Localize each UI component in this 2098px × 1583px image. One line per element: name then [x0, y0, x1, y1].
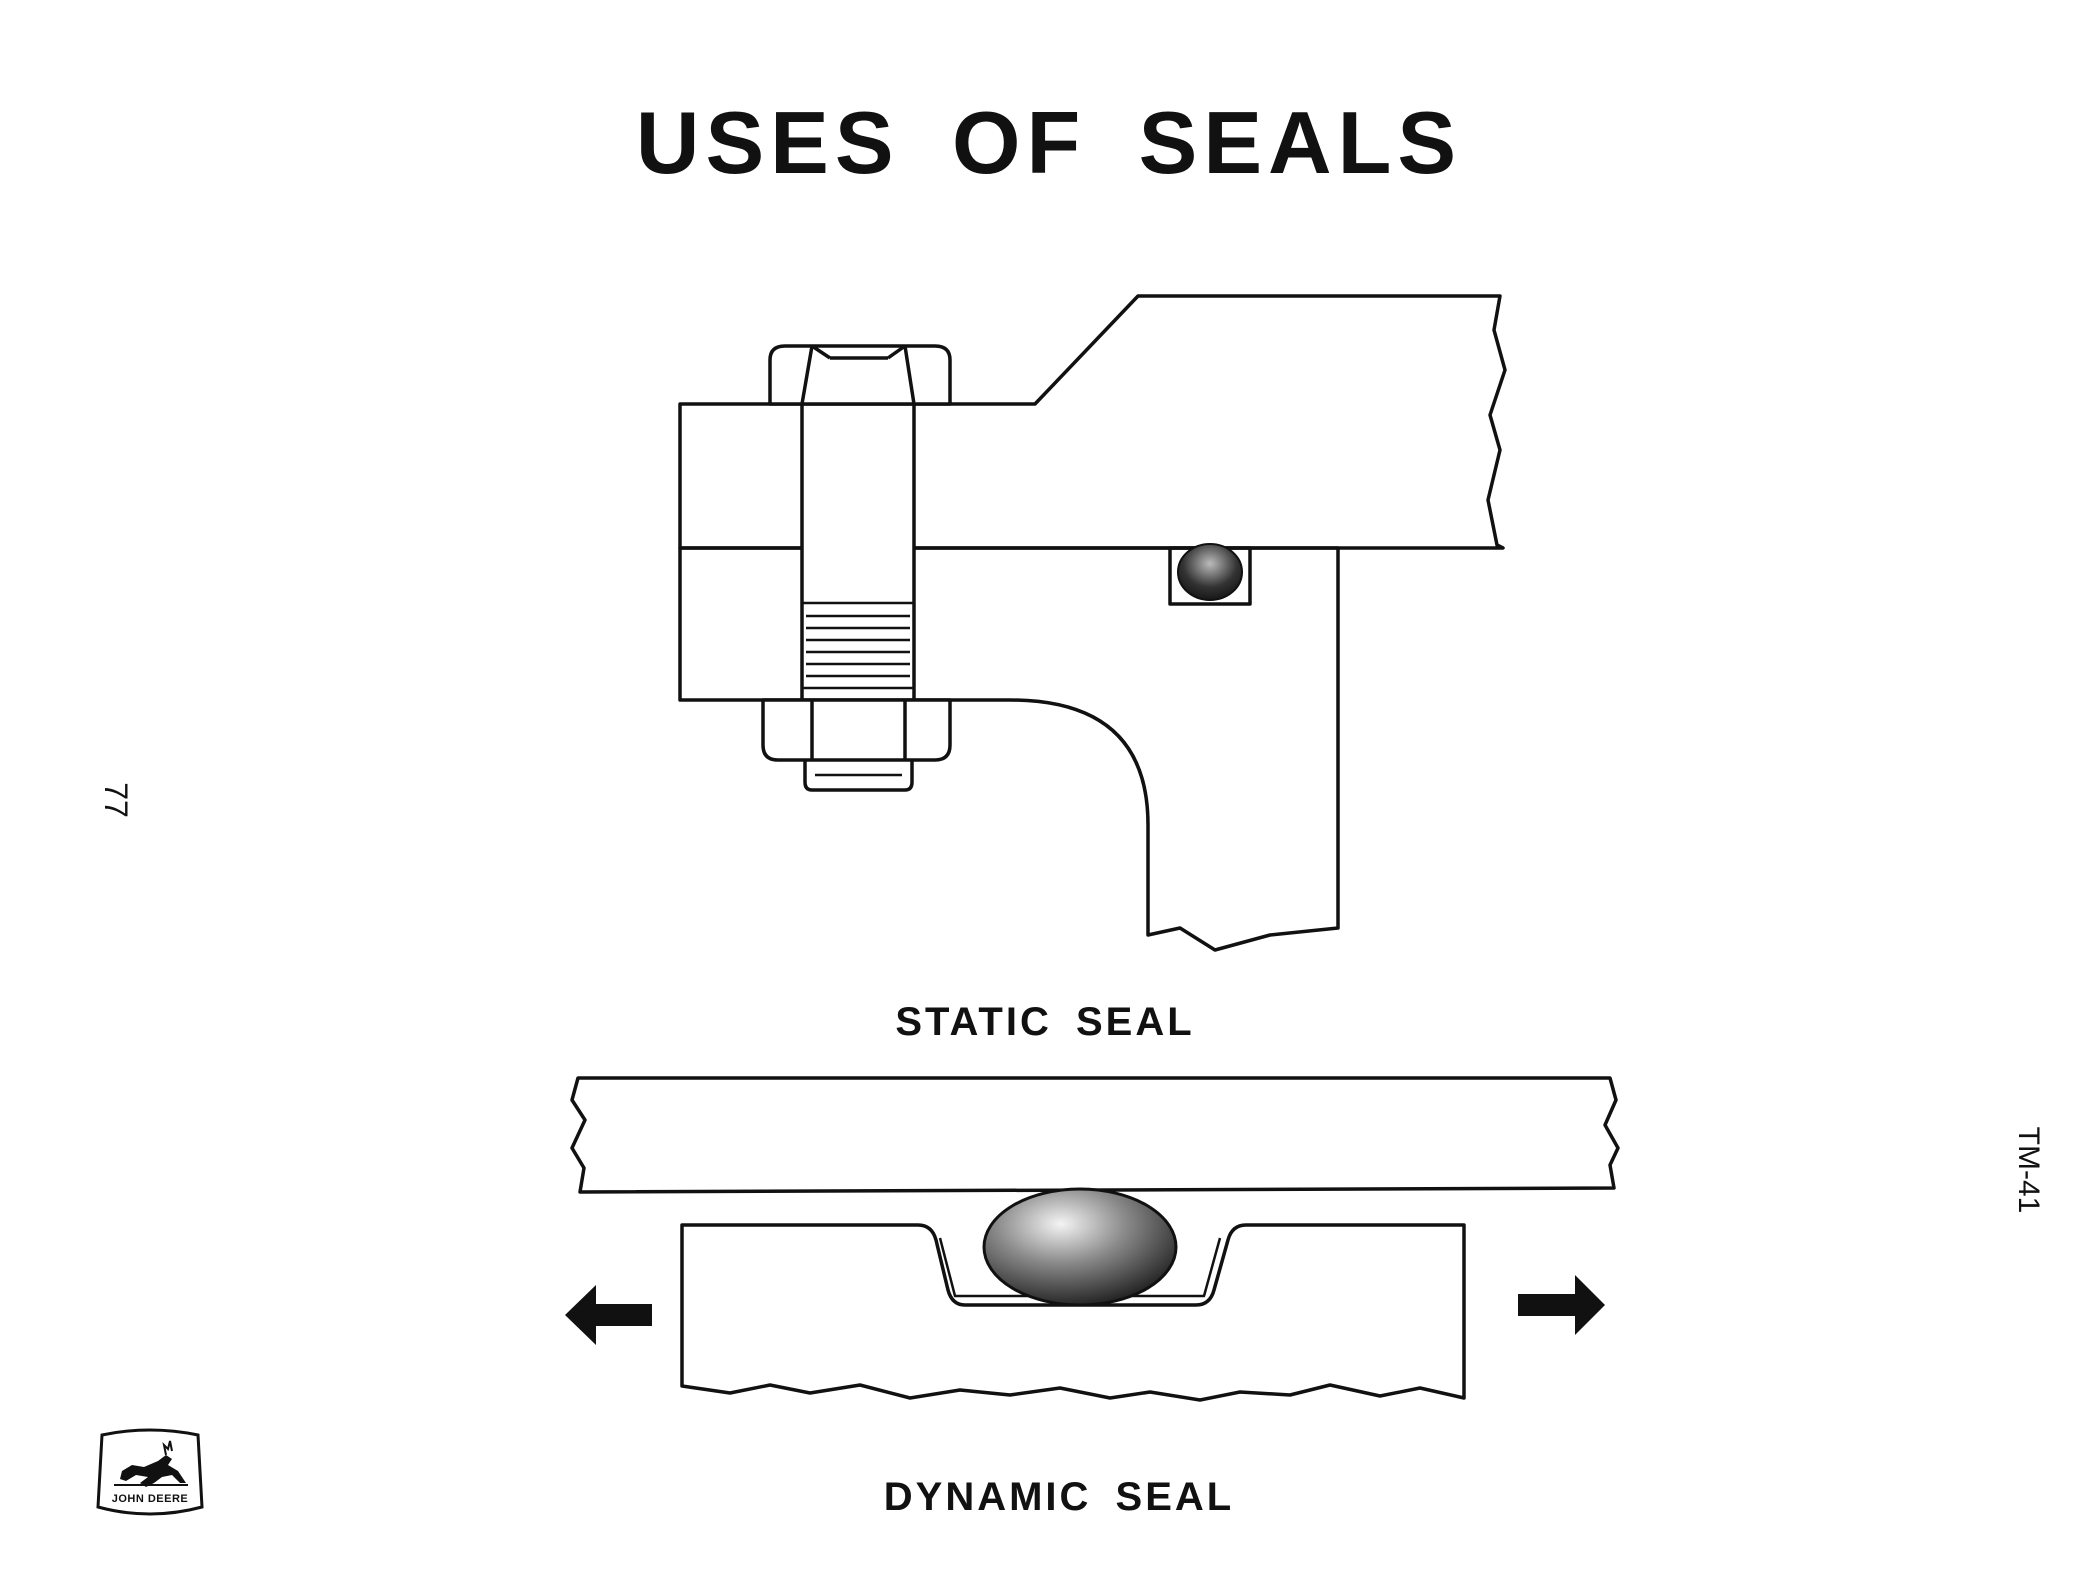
bolt-shank — [800, 402, 916, 702]
dynamic-seal-caption: DYNAMIC SEAL — [883, 1475, 1235, 1519]
john-deere-logo: JOHN DEERE — [92, 1425, 208, 1521]
nut — [761, 698, 952, 762]
upper-housing — [678, 294, 1507, 550]
static-seal-diagram — [678, 294, 1507, 952]
lower-housing — [678, 546, 1340, 952]
left-arrow-icon — [565, 1285, 652, 1345]
dynamic-o-ring — [982, 1187, 1178, 1307]
deer-logo-icon — [96, 1428, 204, 1516]
bolt-tip — [803, 760, 914, 792]
bolt-head — [768, 344, 952, 406]
page-number: 77 — [98, 782, 134, 818]
logo-text: JOHN DEERE — [111, 1493, 189, 1505]
static-seal-caption: STATIC SEAL — [895, 1000, 1195, 1044]
right-arrow-icon — [1518, 1275, 1605, 1335]
bolt-threads — [802, 601, 914, 690]
dynamic-housing — [680, 1223, 1466, 1402]
static-o-ring — [1177, 543, 1243, 601]
sliding-shaft — [570, 1076, 1620, 1194]
document-id: TM-41 — [2012, 1126, 2045, 1214]
page-title: USES OF SEALS — [635, 93, 1463, 192]
